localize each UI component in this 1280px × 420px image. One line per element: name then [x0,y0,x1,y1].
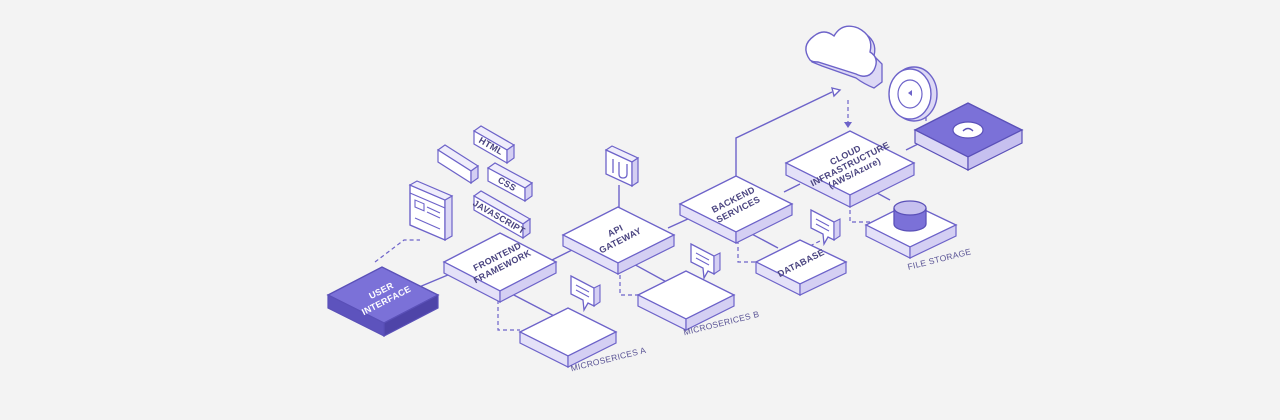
node-backend-services[interactable]: BACKEND SERVICES [678,175,794,244]
tech-block-css[interactable]: CSS [486,162,534,203]
tech-block-html[interactable]: HTML [472,125,516,165]
clock-icon [888,66,938,122]
chat-bubble-icon [690,242,721,281]
node-microservices-b[interactable] [636,270,736,331]
node-api-gateway[interactable]: API GATEWAY [561,206,676,275]
node-frontend-framework[interactable]: FRONTEND FRAMEWORK [442,232,558,303]
cloud-chip-icon[interactable] [913,102,1024,171]
database-cylinder-icon [893,200,927,232]
connectors [411,87,923,319]
node-database[interactable]: DATABASE [754,239,848,296]
connector-backend-upcloud [735,91,833,176]
connector-frontend-msa [509,292,559,319]
cloud-icon [805,25,883,89]
node-cloud-infrastructure[interactable]: CLOUD INFRASTRUCTURE (AWS/Azure) [784,130,916,208]
chat-bubble-icon [810,208,841,247]
connector-api-backend [667,217,691,229]
node-microservices-a[interactable] [518,307,618,368]
tech-block-blank [436,144,480,185]
node-user-interface[interactable]: USER INTERFACE [326,266,440,337]
browser-window-icon [408,180,454,242]
api-plug-icon [604,145,640,188]
chat-bubble-icon [570,274,601,313]
connector-backend-cloud [783,183,801,193]
